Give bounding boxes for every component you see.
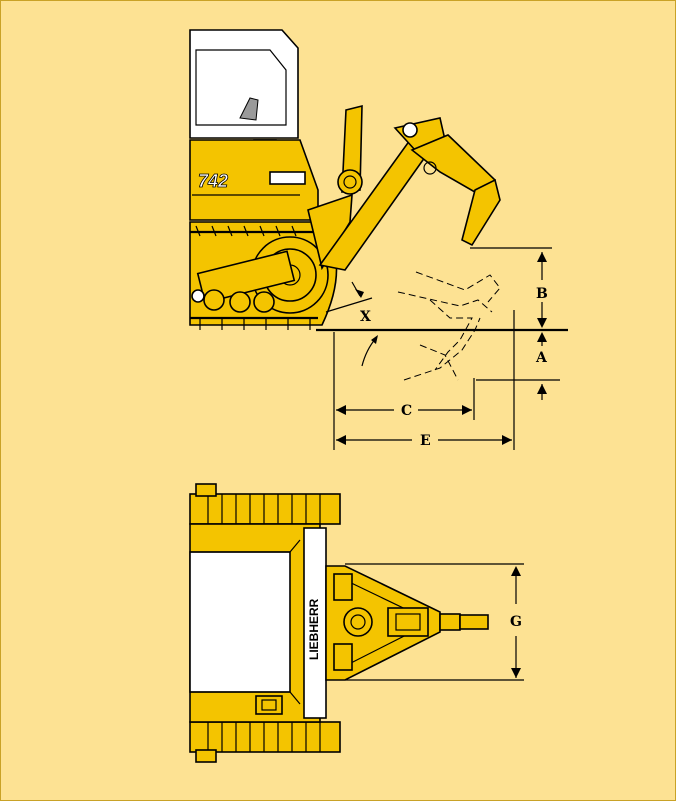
dimension-c: C: [333, 332, 475, 420]
dim-label-c: C: [401, 403, 412, 419]
top-body: [189, 523, 321, 723]
dim-label-x: X: [360, 309, 371, 325]
dim-label-e: E: [420, 433, 431, 449]
angle-x-indicator: X: [325, 281, 378, 367]
top-ripper-frame: [325, 565, 489, 681]
dimension-e: E: [333, 310, 515, 450]
crawler-track: [189, 221, 338, 330]
dimension-g: G: [345, 563, 524, 681]
dim-label-a: A: [535, 350, 548, 366]
dashed-ripper-positions: [397, 271, 501, 381]
dimension-a: A: [476, 332, 560, 400]
ripper-attachment: [307, 104, 501, 271]
top-view: LIEBHERR G: [189, 483, 524, 763]
dim-label-g: G: [510, 614, 522, 630]
brand-text: LIEBHERR: [307, 598, 321, 660]
top-tracks: [189, 483, 341, 763]
machine-body: 742: [189, 139, 319, 221]
dimension-b: B: [470, 247, 552, 328]
model-number: 742: [198, 171, 228, 191]
side-view: 742: [189, 29, 568, 450]
cab: [189, 29, 299, 151]
rear-plate: LIEBHERR: [303, 527, 327, 719]
dim-label-b: B: [536, 286, 548, 302]
